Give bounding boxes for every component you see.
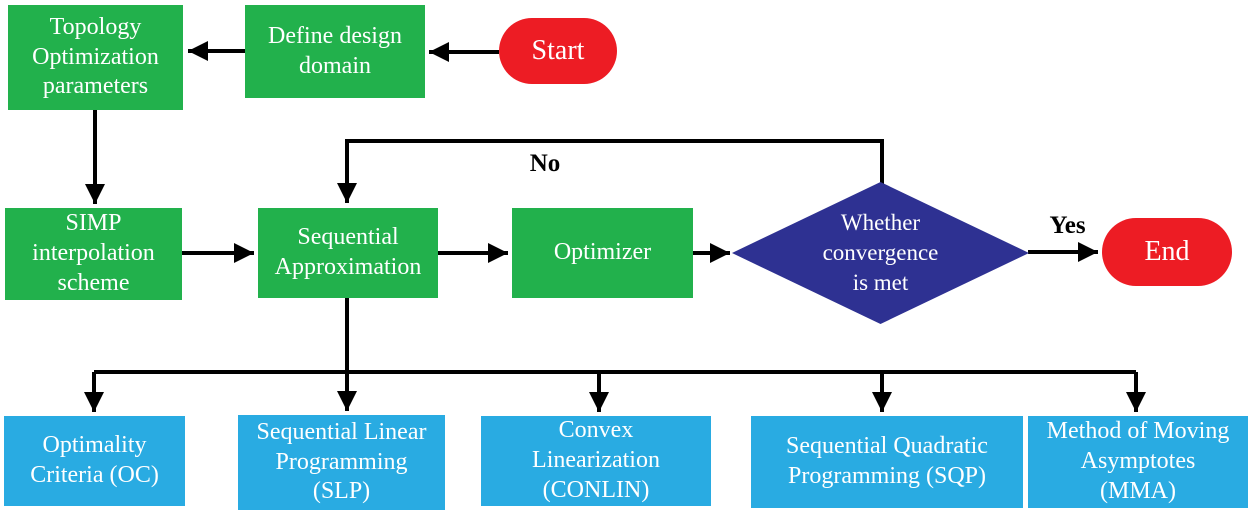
node-start: Start — [499, 18, 617, 84]
node-convex-linearization-conlin: Convex Linearization (CONLIN) — [481, 416, 711, 506]
node-topology-optimization-parameters: Topology Optimization parameters — [8, 5, 183, 110]
node-end: End — [1102, 218, 1232, 286]
node-sequential-approximation: Sequential Approximation — [258, 208, 438, 298]
node-define-design-domain: Define design domain — [245, 5, 425, 98]
node-sequential-quadratic-programming-sqp: Sequential Quadratic Programming (SQP) — [751, 416, 1023, 508]
edge-label-yes: Yes — [1049, 212, 1086, 239]
node-simp-interpolation-scheme: SIMP interpolation scheme — [5, 208, 182, 300]
node-method-of-moving-asymptotes-mma: Method of Moving Asymptotes (MMA) — [1028, 416, 1248, 508]
node-optimality-criteria-oc: Optimality Criteria (OC) — [4, 416, 185, 506]
node-convergence-decision-diamond: Whether convergence is met — [732, 182, 1029, 324]
arrow-convergence-no-loop-to-seq-approx — [337, 139, 884, 203]
node-sequential-linear-programming-slp: Sequential Linear Programming (SLP) — [238, 415, 445, 510]
node-optimizer: Optimizer — [512, 208, 693, 298]
edge-label-no: No — [529, 150, 561, 177]
